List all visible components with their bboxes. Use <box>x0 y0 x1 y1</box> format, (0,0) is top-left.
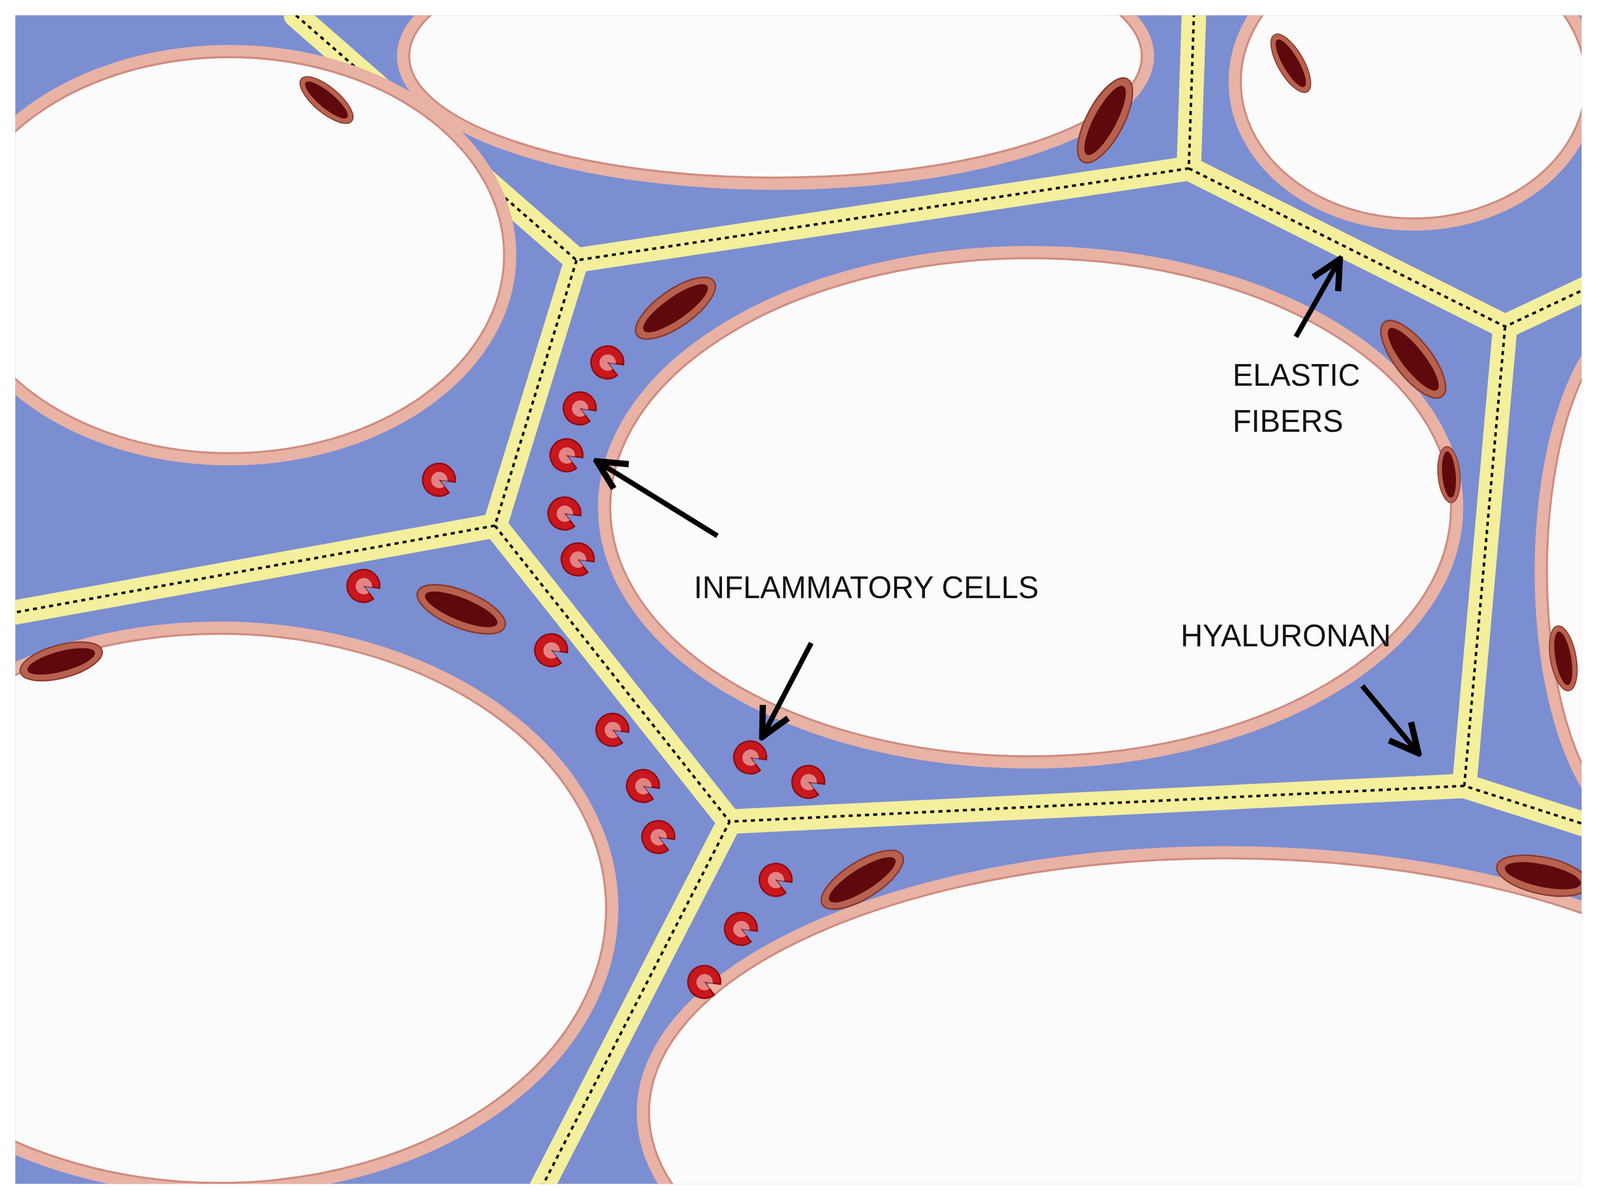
inflammatory-cell <box>341 340 830 1004</box>
capillary-rbc <box>16 28 1582 920</box>
alveolus-wall <box>15 15 1582 1184</box>
alveolus <box>15 15 1582 1184</box>
callout-label: INFLAMMATORY CELLS <box>693 564 1039 611</box>
tissue <box>15 15 1582 1184</box>
callout-label: HYALURONAN <box>1180 612 1391 659</box>
leader-arrow <box>596 259 1419 754</box>
callout-label: ELASTIC FIBERS <box>1232 352 1387 445</box>
